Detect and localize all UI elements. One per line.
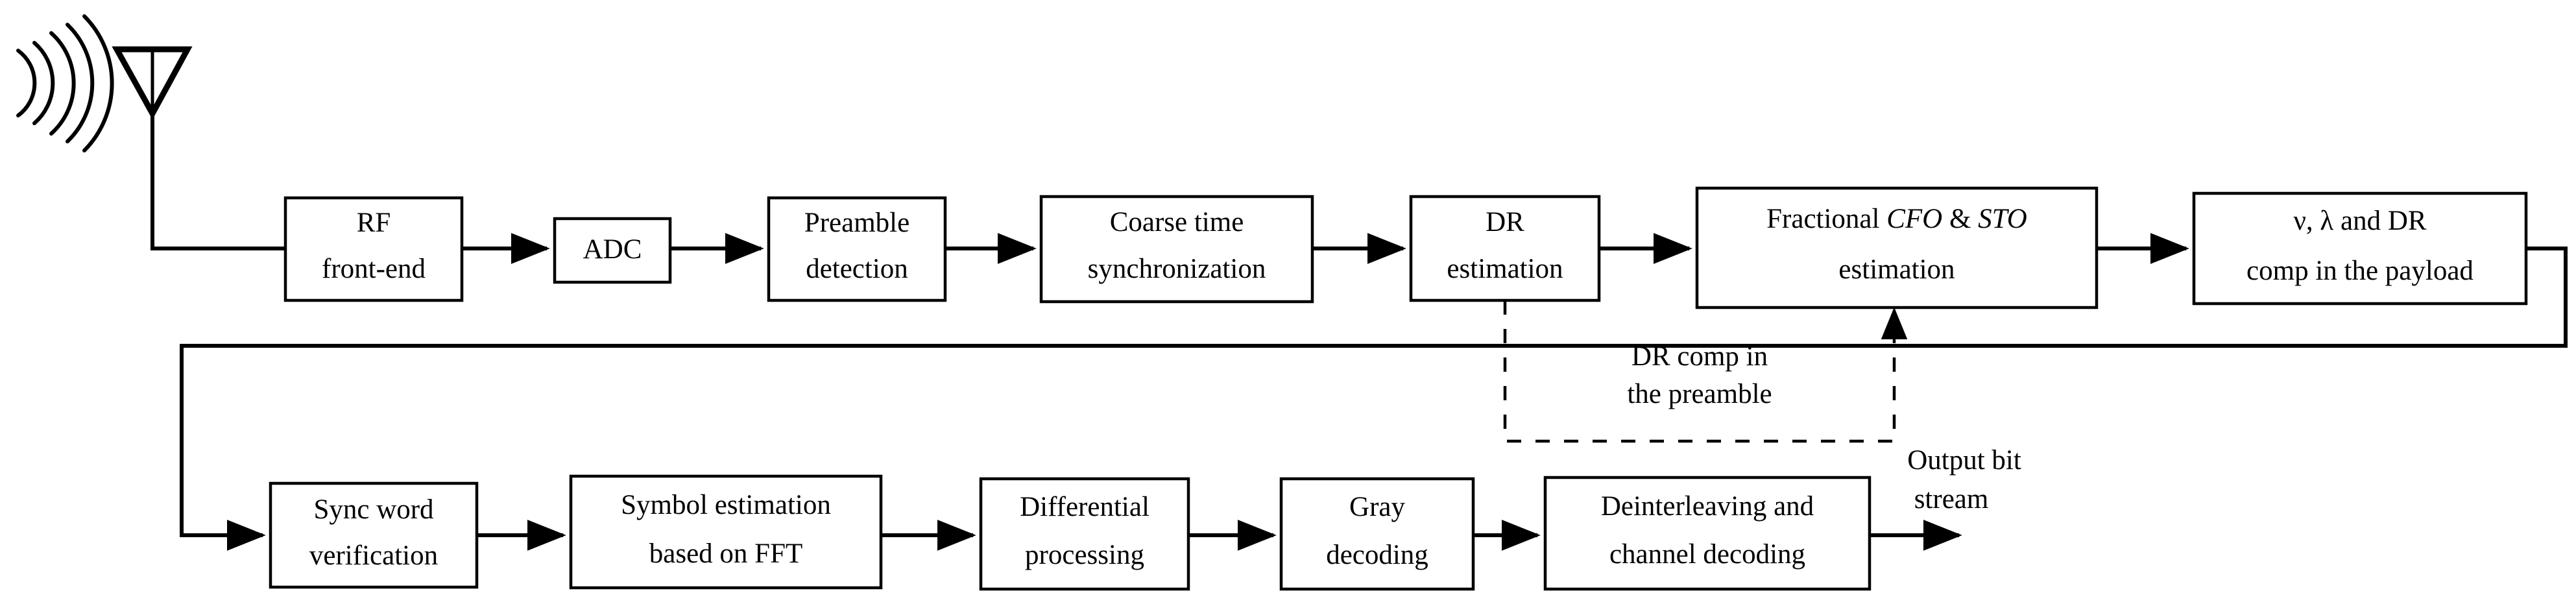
block-label-deinterleaving-line1: Deinterleaving and: [1601, 491, 1814, 522]
block-coarse-time-sync[interactable]: Coarse time synchronization: [1039, 195, 1314, 304]
antenna-icon: [112, 46, 285, 250]
block-label-adc: ADC: [583, 234, 642, 265]
block-label-differential-line2: processing: [1025, 540, 1144, 570]
block-differential-processing[interactable]: Differential processing: [979, 477, 1190, 591]
block-cfo-sto-estimation[interactable]: Fractional CFO & STO estimation: [1695, 186, 2099, 309]
block-label-payload-comp-line1: ν, λ and DR: [2293, 206, 2426, 236]
block-payload-comp[interactable]: ν, λ and DR comp in the payload: [2192, 191, 2528, 306]
cfo-sto-text-amp: &: [1942, 204, 1978, 234]
block-label-rf-front-end-line1: RF: [357, 208, 391, 238]
cfo-sto-text-sto: STO: [1978, 204, 2027, 234]
block-label-gray-line2: decoding: [1326, 540, 1428, 570]
feedback-path-dr-comp-preamble: DR comp in the preamble: [1503, 300, 1908, 443]
annotation-output-bit-stream: Output bit stream: [1907, 445, 2021, 514]
block-label-symbol-estimation-line1: Symbol estimation: [621, 490, 831, 520]
feedback-path-payload-to-sync-word: [180, 247, 2568, 551]
block-label-preamble-detection-line1: Preamble: [804, 208, 909, 238]
block-label-symbol-estimation-line2: based on FFT: [649, 538, 803, 569]
cfo-sto-text-cfo: CFO: [1886, 204, 1942, 234]
cfo-sto-text-fractional: Fractional: [1766, 204, 1886, 234]
block-label-dr-estimation-line2: estimation: [1447, 254, 1563, 284]
block-label-cfo-sto-line1: Fractional CFO & STO: [1766, 204, 2027, 234]
block-rf-front-end[interactable]: RF front-end: [283, 196, 464, 302]
block-label-gray-line1: Gray: [1349, 492, 1405, 522]
block-symbol-estimation-fft[interactable]: Symbol estimation based on FFT: [569, 474, 883, 590]
block-dr-estimation[interactable]: DR estimation: [1409, 195, 1601, 302]
block-label-coarse-time-sync-line2: synchronization: [1088, 254, 1266, 284]
radio-waves-icon: [16, 14, 114, 152]
block-label-deinterleaving-line2: channel decoding: [1609, 539, 1805, 570]
block-label-dr-estimation-line1: DR: [1486, 207, 1524, 237]
annotation-dr-comp-line2: the preamble: [1627, 379, 1772, 409]
block-label-preamble-detection-line2: detection: [806, 254, 908, 284]
block-label-sync-word-line1: Sync word: [313, 494, 433, 525]
block-label-sync-word-line2: verification: [309, 540, 438, 571]
block-label-coarse-time-sync-line1: Coarse time: [1110, 207, 1244, 237]
output-bit-stream-line2: stream: [1914, 484, 1989, 514]
block-gray-decoding[interactable]: Gray decoding: [1279, 477, 1475, 591]
block-label-rf-front-end-line2: front-end: [322, 254, 426, 284]
block-adc[interactable]: ADC: [553, 217, 672, 284]
output-bit-stream-line1: Output bit: [1907, 445, 2021, 476]
block-label-cfo-sto-line2: estimation: [1838, 254, 1955, 285]
block-label-differential-line1: Differential: [1020, 492, 1150, 522]
block-sync-word-verification[interactable]: Sync word verification: [269, 481, 479, 589]
block-preamble-detection[interactable]: Preamble detection: [767, 196, 947, 302]
block-deinterleaving-decoding[interactable]: Deinterleaving and channel decoding: [1543, 476, 1872, 591]
annotation-dr-comp-line1: DR comp in: [1631, 341, 1768, 372]
block-label-payload-comp-line2: comp in the payload: [2246, 256, 2474, 286]
